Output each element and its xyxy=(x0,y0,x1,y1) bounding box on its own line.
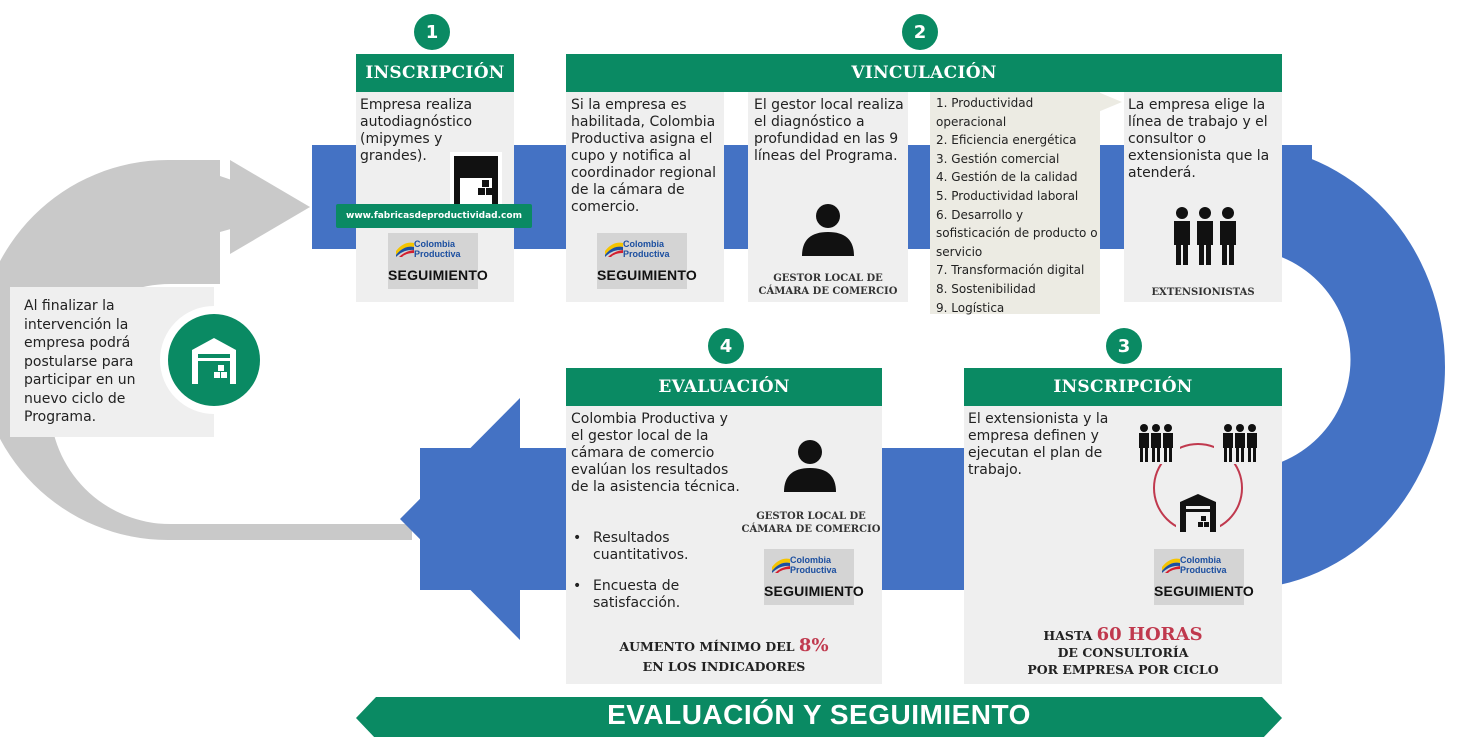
step-4-text: Colombia Productiva y el gestor local de… xyxy=(571,411,740,495)
website-link[interactable]: www.fabricasdeproductividad.com xyxy=(336,204,532,228)
step-3-number: 3 xyxy=(1106,328,1142,364)
person-icon xyxy=(802,204,854,256)
step-4-header: EVALUACIÓN xyxy=(566,368,882,406)
lines-pointer xyxy=(1098,92,1122,112)
logo-brand-2: Productiva xyxy=(790,565,837,575)
program-line-item: 5. Productividad laboral xyxy=(936,188,1079,203)
step-2-header: VINCULACIÓN xyxy=(566,54,1282,92)
banner-title: EVALUACIÓN Y SEGUIMIENTO xyxy=(607,699,1031,730)
program-line-item: 9. Logística xyxy=(936,300,1005,315)
program-line-item: 2. Eficiencia energética xyxy=(936,133,1077,148)
final-note-text: Al finalizar la intervención la empresa … xyxy=(24,298,136,425)
step-3-text: El extensionista y la empresa definen y … xyxy=(968,411,1109,478)
person-icon xyxy=(784,440,836,492)
hours-line-1: DE CONSULTORÍA xyxy=(1057,645,1189,660)
logo-brand-1: Colombia xyxy=(790,555,832,565)
increase-prefix: AUMENTO MÍNIMO DEL xyxy=(619,639,795,654)
program-line-item: 7. Transformación digital xyxy=(936,263,1085,278)
program-line-item: 6. Desarrollo y sofisticación de product… xyxy=(936,207,1098,259)
program-line-item: 8. Sostenibilidad xyxy=(936,281,1036,296)
colombia-flag-icon xyxy=(396,242,414,257)
step-4-gestor-caption: GESTOR LOCAL DE CÁMARA DE COMERCIO xyxy=(741,511,881,535)
step-4-number: 4 xyxy=(708,328,744,364)
collaboration-icon xyxy=(1136,420,1260,536)
step-2-lines-box xyxy=(930,92,1100,314)
step-3-header: INSCRIPCIÓN xyxy=(964,368,1282,406)
extensionistas-caption: EXTENSIONISTAS xyxy=(1151,287,1255,298)
increase-suffix: EN LOS INDICADORES xyxy=(642,659,806,674)
step-1-number: 1 xyxy=(414,14,450,50)
logo-brand-2: Productiva xyxy=(623,249,670,259)
logo-label: SEGUIMIENTO xyxy=(764,583,864,599)
step-4-bullets: Resultados cuantitativos. Encuesta de sa… xyxy=(571,530,741,626)
logo-label: SEGUIMIENTO xyxy=(388,267,488,283)
step-1-header: INSCRIPCIÓN xyxy=(356,54,514,92)
step-2-number: 2 xyxy=(902,14,938,50)
logo-brand-2: Productiva xyxy=(1180,565,1227,575)
program-line-item: 1. Productividad operacional xyxy=(936,96,1034,129)
step-2-gestor-caption: GESTOR LOCAL DE CÁMARA DE COMERCIO xyxy=(758,273,898,297)
bullet-item: Resultados cuantitativos. xyxy=(571,530,741,564)
banner-arrow xyxy=(356,697,1282,737)
hours-prefix: HASTA xyxy=(1043,628,1093,643)
colombia-flag-icon xyxy=(605,242,623,257)
step-2-col2-box xyxy=(748,92,908,302)
program-line-item: 4. Gestión de la calidad xyxy=(936,170,1078,185)
gray-return-arrow xyxy=(0,160,412,540)
colombia-flag-icon xyxy=(1162,558,1180,573)
program-line-item: 3. Gestión comercial xyxy=(936,151,1060,166)
logo-brand-1: Colombia xyxy=(623,239,665,249)
colombia-flag-icon xyxy=(772,558,790,573)
logo-label: SEGUIMIENTO xyxy=(597,267,697,283)
step-2-col4-text: La empresa elige la línea de trabajo y e… xyxy=(1128,97,1270,181)
program-lines-list: 1. Productividad operacional 2. Eficienc… xyxy=(936,94,1098,317)
bullet-item: Encuesta de satisfacción. xyxy=(571,578,741,612)
increase-value: 8% xyxy=(798,635,829,656)
logo-brand-1: Colombia xyxy=(1180,555,1222,565)
hours-note: HASTA 60 HORAS DE CONSULTORÍA POR EMPRES… xyxy=(964,626,1282,678)
step-1-text: Empresa realiza autodiagnóstico (mipymes… xyxy=(360,97,473,164)
step-2-col4-box xyxy=(1124,92,1282,302)
logo-brand-1: Colombia xyxy=(414,239,456,249)
step-2-col2-text: El gestor local realiza el diagnóstico a… xyxy=(754,97,904,164)
increase-note: AUMENTO MÍNIMO DEL 8% EN LOS INDICADORES xyxy=(566,636,882,677)
logo-brand-2: Productiva xyxy=(414,249,461,259)
hours-value: 60 HORAS xyxy=(1096,624,1203,645)
logo-label: SEGUIMIENTO xyxy=(1154,583,1254,599)
hours-line-2: POR EMPRESA POR CICLO xyxy=(1027,662,1219,677)
group-icon xyxy=(1174,207,1236,265)
cycle-icon xyxy=(168,314,260,406)
warehouse-icon xyxy=(192,338,236,384)
warehouse-icon xyxy=(450,152,502,204)
step-2-col1-text: Si la empresa es habilitada, Colombia Pr… xyxy=(571,97,716,215)
